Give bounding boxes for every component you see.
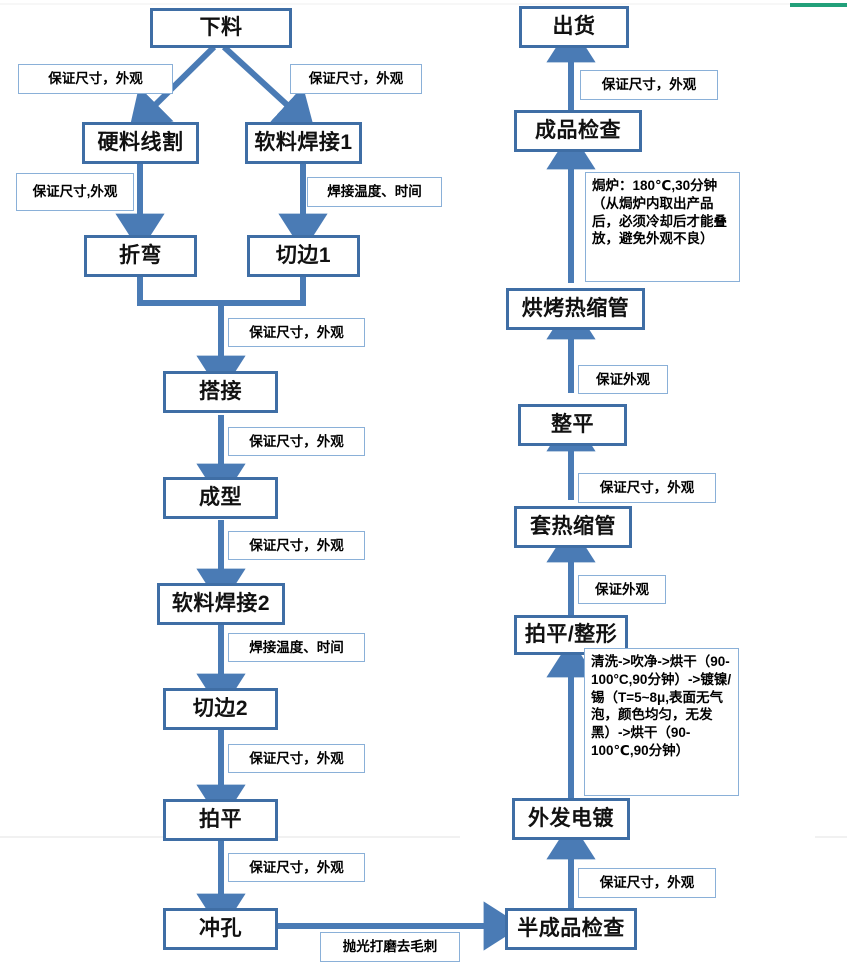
- label-xiaoliao-to-yingliao: 保证尺寸，外观: [18, 64, 173, 94]
- node-banchengpin-jiancha[interactable]: 半成品检查: [505, 908, 637, 950]
- node-paiping[interactable]: 拍平: [163, 799, 278, 841]
- label-xiaoliao-to-ruanliao1: 保证尺寸，外观: [290, 64, 422, 94]
- node-ruanliao-hanjie-2[interactable]: 软料焊接2: [157, 583, 285, 625]
- node-chengpin-jiancha[interactable]: 成品检查: [514, 110, 642, 152]
- label-chengpin-to-chuhuo: 保证尺寸，外观: [580, 70, 718, 100]
- node-chuhuo[interactable]: 出货: [519, 6, 629, 48]
- node-yingliao-xiange[interactable]: 硬料线割: [82, 122, 199, 164]
- node-waifa-dianduo[interactable]: 外发电镀: [512, 798, 630, 840]
- node-tao-resuoguan[interactable]: 套热缩管: [514, 506, 632, 548]
- page-seam-top: [0, 3, 790, 5]
- label-paipingzheng-to-tao: 保证外观: [578, 575, 666, 604]
- label-ruanliao1-to-qiebian1: 焊接温度、时间: [307, 177, 442, 207]
- node-zhengping[interactable]: 整平: [518, 404, 627, 446]
- node-chongkong[interactable]: 冲孔: [163, 908, 278, 950]
- node-hongkao-resuoguan[interactable]: 烘烤热缩管: [506, 288, 645, 330]
- node-qiebian-1[interactable]: 切边1: [247, 235, 360, 277]
- note-oven-process: 焗炉：180℃,30分钟（从焗炉内取出产品后，必须冷却后才能叠放，避免外观不良）: [585, 172, 740, 282]
- label-merge-to-dajie: 保证尺寸，外观: [228, 318, 365, 347]
- node-ruanliao-hanjie-1[interactable]: 软料焊接1: [245, 122, 362, 164]
- edge-xiaoliao-yingliao: [128, 44, 217, 131]
- node-xiaoliao[interactable]: 下料: [150, 8, 292, 48]
- node-qiebian-2[interactable]: 切边2: [163, 688, 278, 730]
- label-chengxing-to-ruanliao2: 保证尺寸，外观: [228, 531, 365, 560]
- page-seam-line-right: [815, 836, 847, 838]
- label-banchengpin-to-waifa: 保证尺寸，外观: [578, 868, 716, 898]
- edge-merge-bus: [137, 275, 306, 306]
- node-chengxing[interactable]: 成型: [163, 477, 278, 519]
- label-zhengping-to-hongkao: 保证外观: [578, 365, 668, 394]
- node-zhewan[interactable]: 折弯: [84, 235, 197, 277]
- edge-xiaoliao-ruanliao1: [221, 44, 315, 131]
- label-chongkong-to-banchengpin: 抛光打磨去毛刺: [320, 932, 460, 962]
- label-tao-to-zhengping: 保证尺寸，外观: [578, 473, 716, 503]
- node-dajie[interactable]: 搭接: [163, 371, 278, 413]
- label-ruanliao2-to-qiebian2: 焊接温度、时间: [228, 633, 365, 662]
- label-paiping-to-chongkong: 保证尺寸，外观: [228, 853, 365, 882]
- note-plating-process: 清洗->吹净->烘干（90-100°C,90分钟）->镀镍/锡（T=5~8μ,表…: [584, 648, 739, 796]
- label-qiebian2-to-paiping: 保证尺寸，外观: [228, 744, 365, 773]
- green-accent-bar: [790, 3, 847, 7]
- label-yingliao-to-zhewan: 保证尺寸,外观: [16, 173, 134, 211]
- label-dajie-to-chengxing: 保证尺寸，外观: [228, 427, 365, 456]
